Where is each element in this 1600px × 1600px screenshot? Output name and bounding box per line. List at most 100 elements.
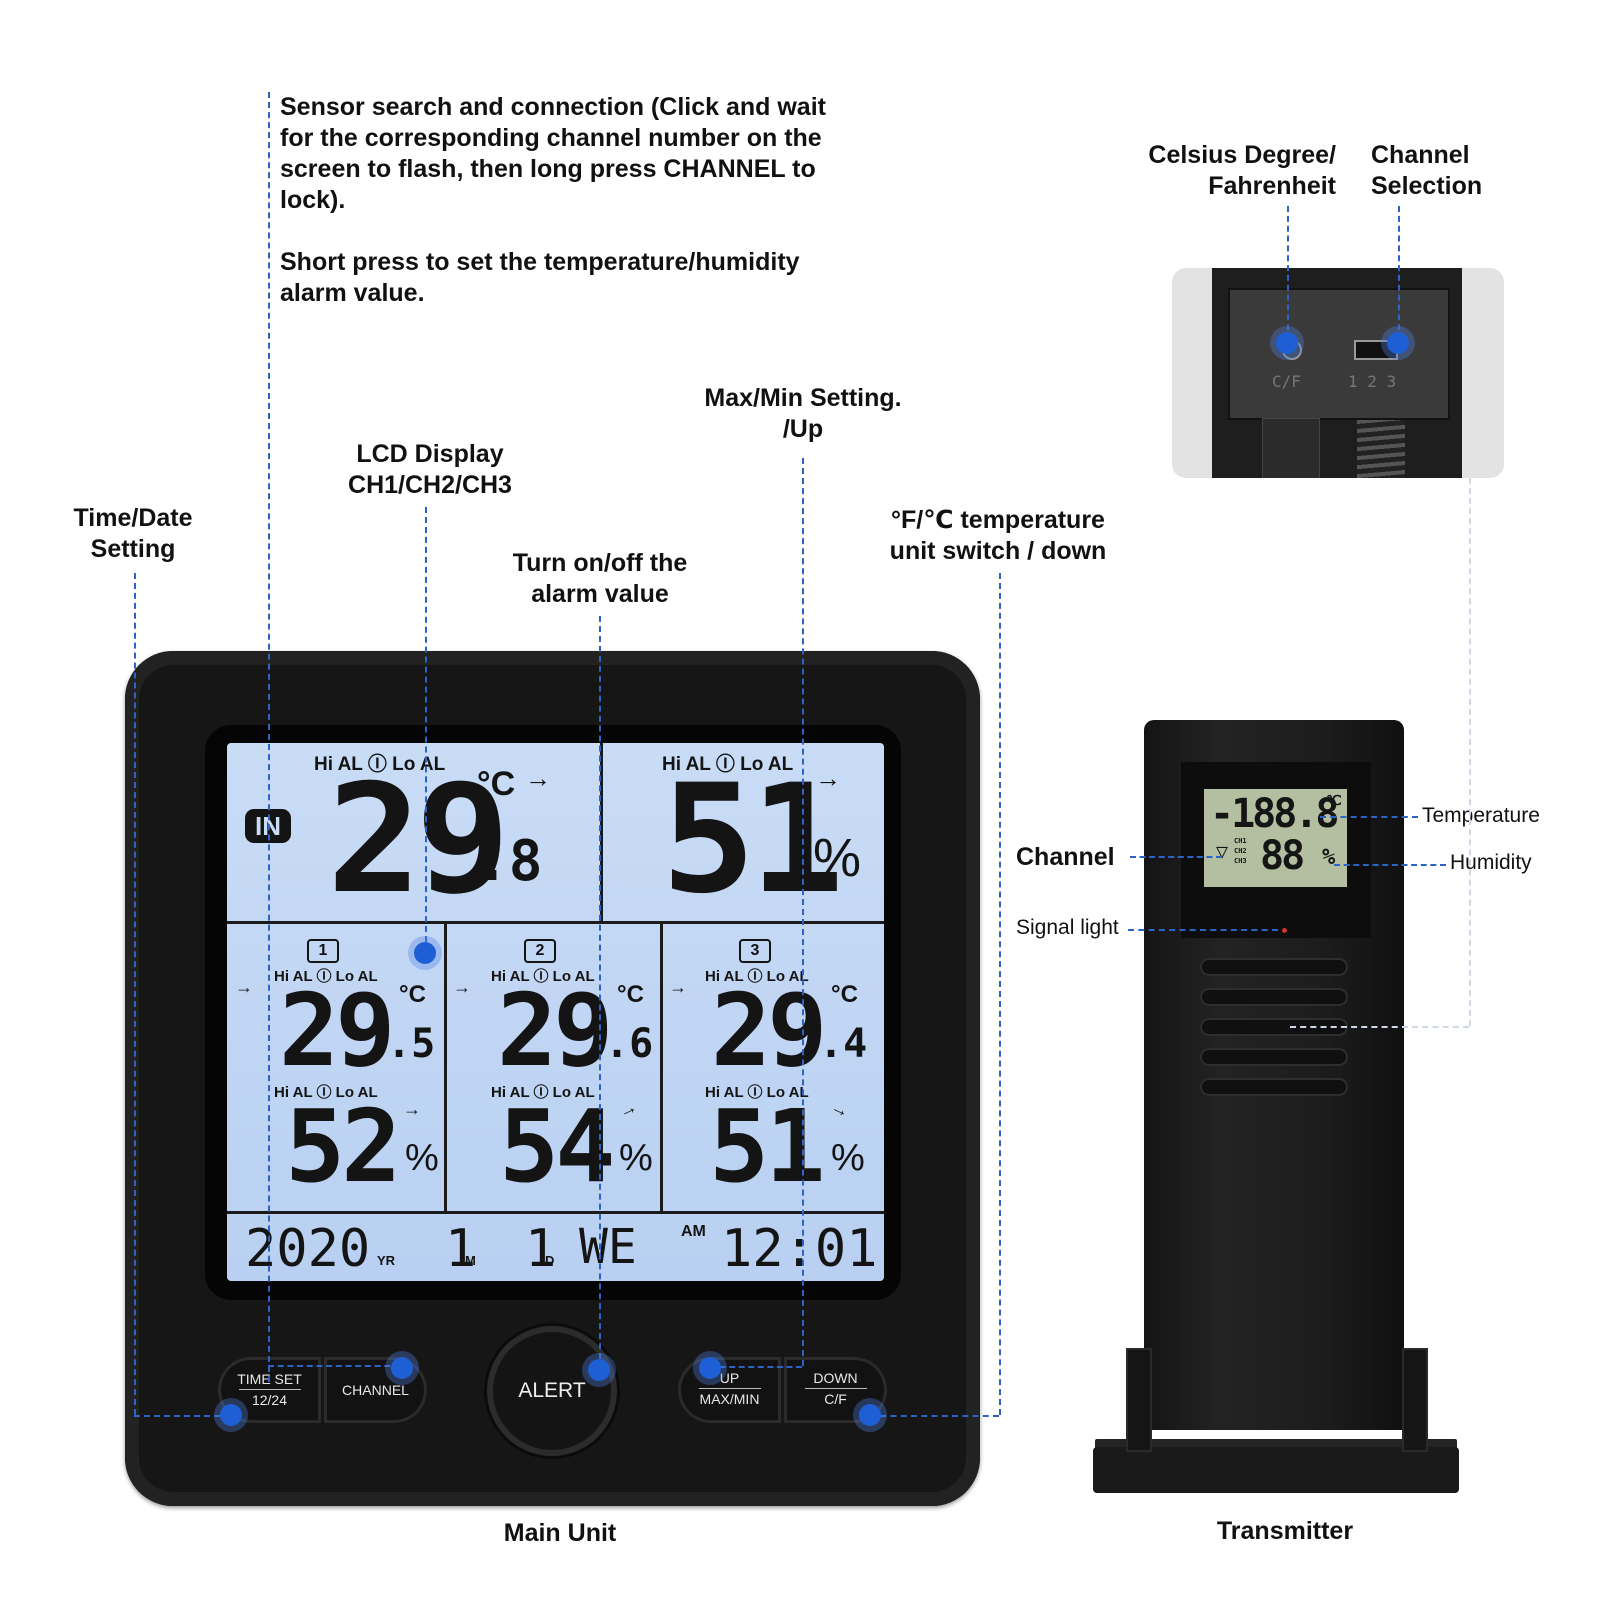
lcd-month: 1 — [445, 1219, 477, 1279]
indoor-humidity: 51 — [661, 753, 844, 927]
down-label: DOWN — [813, 1370, 858, 1386]
channel-2-indicator: 2 — [524, 939, 556, 963]
max-min-label: MAX/MIN — [699, 1391, 760, 1407]
lcd-day: 1 — [525, 1219, 557, 1279]
lcd-display-callout: LCD Display CH1/CH2/CH3 — [348, 440, 512, 499]
marker-time-set — [220, 1404, 242, 1426]
tx-temperature-callout: Temperature — [1422, 804, 1540, 827]
inset-cf-label: C/F — [1272, 372, 1301, 391]
up-max-min-button[interactable]: UP MAX/MIN — [678, 1357, 781, 1423]
channel-2-humidity-percent: % — [619, 1137, 653, 1179]
unit-switch-callout: °F/℃ temperature unit switch / down — [889, 506, 1107, 565]
alert-label: ALERT — [518, 1379, 586, 1402]
channel-1-temp-arrow: → — [235, 977, 253, 997]
leader-inset-to-transmitter-h — [1290, 1026, 1469, 1028]
channel-2-temp-arrow: → — [453, 977, 471, 997]
channel-1-temperature: 29 — [279, 972, 395, 1089]
transmitter-stand — [1093, 1447, 1459, 1493]
channel-1-temperature-decimal: .5 — [387, 1021, 436, 1067]
transmitter-stand-clip-left — [1126, 1348, 1152, 1452]
channel-2-humidity-arrow: → — [615, 1096, 641, 1122]
leader-time-date-h — [134, 1415, 230, 1417]
leader-unit-switch-h — [870, 1415, 999, 1417]
transmitter-lcd-temperature: -188.8 — [1210, 791, 1339, 837]
lcd-month-suffix: M — [465, 1253, 476, 1268]
indoor-temperature-decimal: .8 — [475, 829, 543, 894]
marker-down-button — [859, 1404, 881, 1426]
transmitter-lcd-ch3: CH3 — [1234, 857, 1247, 865]
indoor-temp-alarm-label: Hi AL Ⓘ Lo AL — [314, 754, 446, 775]
channel-1-humidity-percent: % — [405, 1137, 439, 1179]
tx-signal-callout: Signal light — [1016, 916, 1119, 939]
tx-channel-callout: Channel — [1016, 843, 1115, 871]
leader-inset-to-transmitter — [1469, 478, 1471, 1026]
channel-2-temperature-decimal: .6 — [605, 1021, 654, 1067]
transmitter-vent — [1200, 1018, 1348, 1036]
channel-1-temp-unit: °C — [399, 981, 426, 1008]
alarm-toggle-callout: Turn on/off the alarm value — [512, 549, 688, 608]
indoor-temp-trend-arrow: → — [525, 763, 551, 793]
leader-unit-switch — [999, 573, 1001, 1415]
leader-sensor-search — [268, 92, 270, 1382]
transmitter-vent — [1200, 1078, 1348, 1096]
indoor-humidity-alarm-label: Hi AL Ⓘ Lo AL — [662, 754, 794, 775]
transmitter-lcd-temp-unit: ℃ — [1326, 793, 1342, 809]
channel-3-indicator: 3 — [739, 939, 771, 963]
transmitter-lcd: -188.8 ℃ ▽ CH1 CH2 CH3 88 % — [1204, 789, 1347, 887]
lcd-screen: Hi AL Ⓘ Lo AL IN 29 .8 °C → Hi AL Ⓘ Lo A… — [227, 743, 884, 1281]
channel-3-humidity: 51 — [709, 1088, 825, 1205]
transmitter-lcd-humidity: 88 — [1260, 833, 1305, 879]
leader-lcd-display — [425, 507, 427, 952]
channel-label: CHANNEL — [342, 1382, 409, 1398]
channel-1-humidity: 52 — [285, 1088, 401, 1205]
channel-3-temp-arrow: → — [669, 977, 687, 997]
leader-max-min-h — [710, 1366, 802, 1368]
channel-1-temp-alarm-label: Hi AL Ⓘ Lo AL — [274, 968, 378, 985]
leader-sensor-search-h — [268, 1365, 400, 1367]
channel-2-humidity-alarm-label: Hi AL Ⓘ Lo AL — [491, 1084, 595, 1101]
celsius-callout: Celsius Degree/ Fahrenheit — [1148, 141, 1336, 200]
main-unit-caption: Main Unit — [503, 1519, 617, 1547]
marker-up-button — [699, 1357, 721, 1379]
alert-button[interactable]: ALERT — [487, 1326, 617, 1456]
leader-tx-signal — [1128, 929, 1278, 931]
lcd-time: 12:01 — [721, 1219, 878, 1279]
transmitter-vent — [1200, 958, 1348, 976]
channel-2-humidity: 54 — [499, 1088, 615, 1205]
transmitter-vent — [1200, 988, 1348, 1006]
cf-label: C/F — [824, 1391, 847, 1407]
channel-3-temp-unit: °C — [831, 981, 858, 1008]
channel-2-temp-unit: °C — [617, 981, 644, 1008]
transmitter-stand-clip-right — [1402, 1348, 1428, 1452]
battery-compartment-panel — [1228, 288, 1450, 420]
channel-1-indicator: 1 — [307, 939, 339, 963]
time-set-sublabel: 12/24 — [251, 1392, 288, 1408]
leader-max-min — [802, 458, 804, 1366]
channel-1-humidity-arrow: → — [403, 1099, 421, 1119]
channel-3-temperature: 29 — [711, 972, 827, 1089]
indoor-humidity-percent: % — [813, 828, 862, 888]
marker-alert-button — [588, 1359, 610, 1381]
battery-slot — [1262, 418, 1320, 478]
time-date-callout: Time/Date Setting — [73, 504, 193, 563]
sensor-search-callout: Sensor search and connection (Click and … — [280, 93, 826, 307]
channel-3-humidity-alarm-label: Hi AL Ⓘ Lo AL — [705, 1084, 809, 1101]
transmitter-lcd-percent: % — [1322, 845, 1336, 870]
leader-alarm-toggle — [599, 616, 601, 1369]
channel-1-humidity-alarm-label: Hi AL Ⓘ Lo AL — [274, 1084, 378, 1101]
inset-channel-label: 1 2 3 — [1348, 372, 1397, 391]
leader-celsius — [1287, 206, 1289, 340]
leader-time-date — [134, 573, 136, 1415]
marker-lcd-display — [414, 942, 436, 964]
channel-2-temp-alarm-label: Hi AL Ⓘ Lo AL — [491, 968, 595, 985]
channel-3-temperature-decimal: .4 — [819, 1021, 868, 1067]
leader-tx-humidity — [1334, 864, 1446, 866]
max-min-callout: Max/Min Setting. /Up — [704, 384, 902, 443]
battery-spring — [1357, 420, 1405, 478]
tx-humidity-callout: Humidity — [1450, 851, 1532, 874]
indoor-temperature: 29 — [327, 753, 510, 927]
transmitter-lcd-ch2: CH2 — [1234, 847, 1247, 855]
transmitter-caption: Transmitter — [1216, 1517, 1354, 1545]
lcd-year: 2020 — [245, 1219, 371, 1279]
channel-3-humidity-percent: % — [831, 1137, 865, 1179]
